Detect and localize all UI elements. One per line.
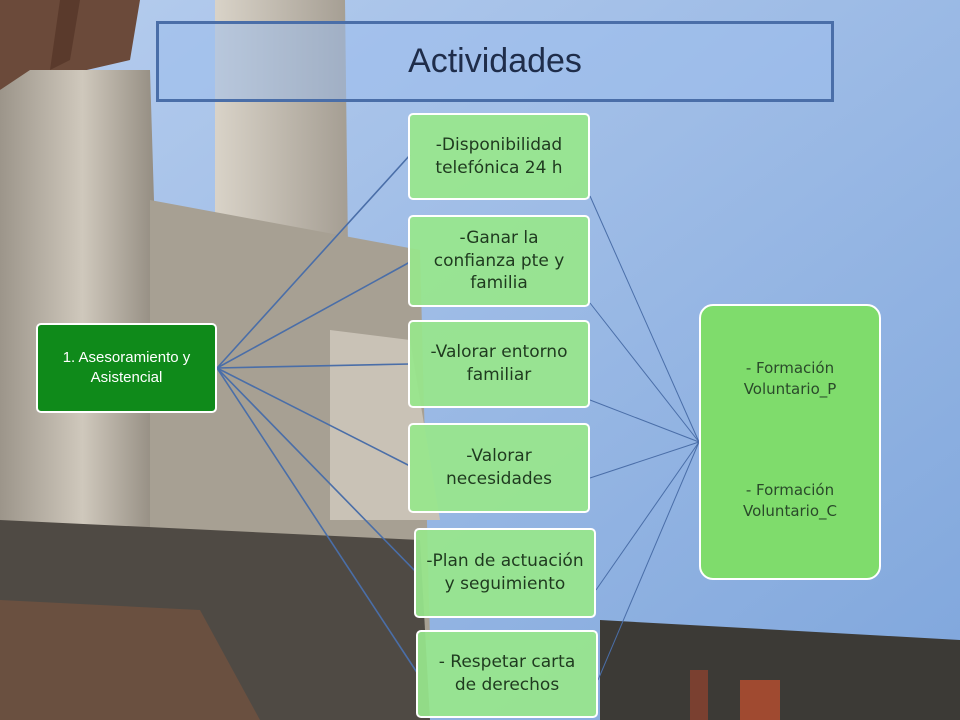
activity-node-3: -Valorar entorno familiar	[408, 320, 590, 408]
connector-activity-2-to-outcomes	[589, 302, 700, 443]
activity-node-2: -Ganar la confianza pte y familia	[408, 215, 590, 307]
title-box: Actividades	[156, 21, 834, 102]
connector-activity-1-to-outcomes	[589, 195, 700, 443]
activity-node-5: -Plan de actuación y seguimiento	[414, 528, 596, 618]
activity-node-6: - Respetar carta de derechos	[416, 630, 598, 718]
connector-main-to-activity-2	[216, 261, 411, 369]
outcome-item-1: - Formación Voluntario_P	[743, 359, 837, 398]
connector-main-to-activity-5	[216, 367, 417, 573]
activity-node-4: -Valorar necesidades	[408, 423, 590, 513]
connector-main-to-activity-4	[216, 367, 411, 467]
activity-node-1: -Disponibilidad telefónica 24 h	[408, 113, 590, 200]
connector-activity-5-to-outcomes	[595, 441, 700, 591]
connector-activity-6-to-outcomes	[597, 441, 700, 681]
connector-activity-3-to-outcomes	[589, 399, 700, 443]
page-title: Actividades	[408, 42, 582, 80]
connector-main-to-activity-1	[216, 154, 411, 369]
connector-main-to-activity-3	[216, 363, 411, 369]
main-node: 1. Asesoramiento y Asistencial	[36, 323, 217, 413]
connector-main-to-activity-6	[216, 367, 419, 675]
outcome-item-2: - Formación Voluntario_C	[742, 481, 837, 520]
connector-activity-4-to-outcomes	[589, 441, 700, 479]
outcome-node: - Formación Voluntario_P - Formación Vol…	[699, 304, 881, 580]
